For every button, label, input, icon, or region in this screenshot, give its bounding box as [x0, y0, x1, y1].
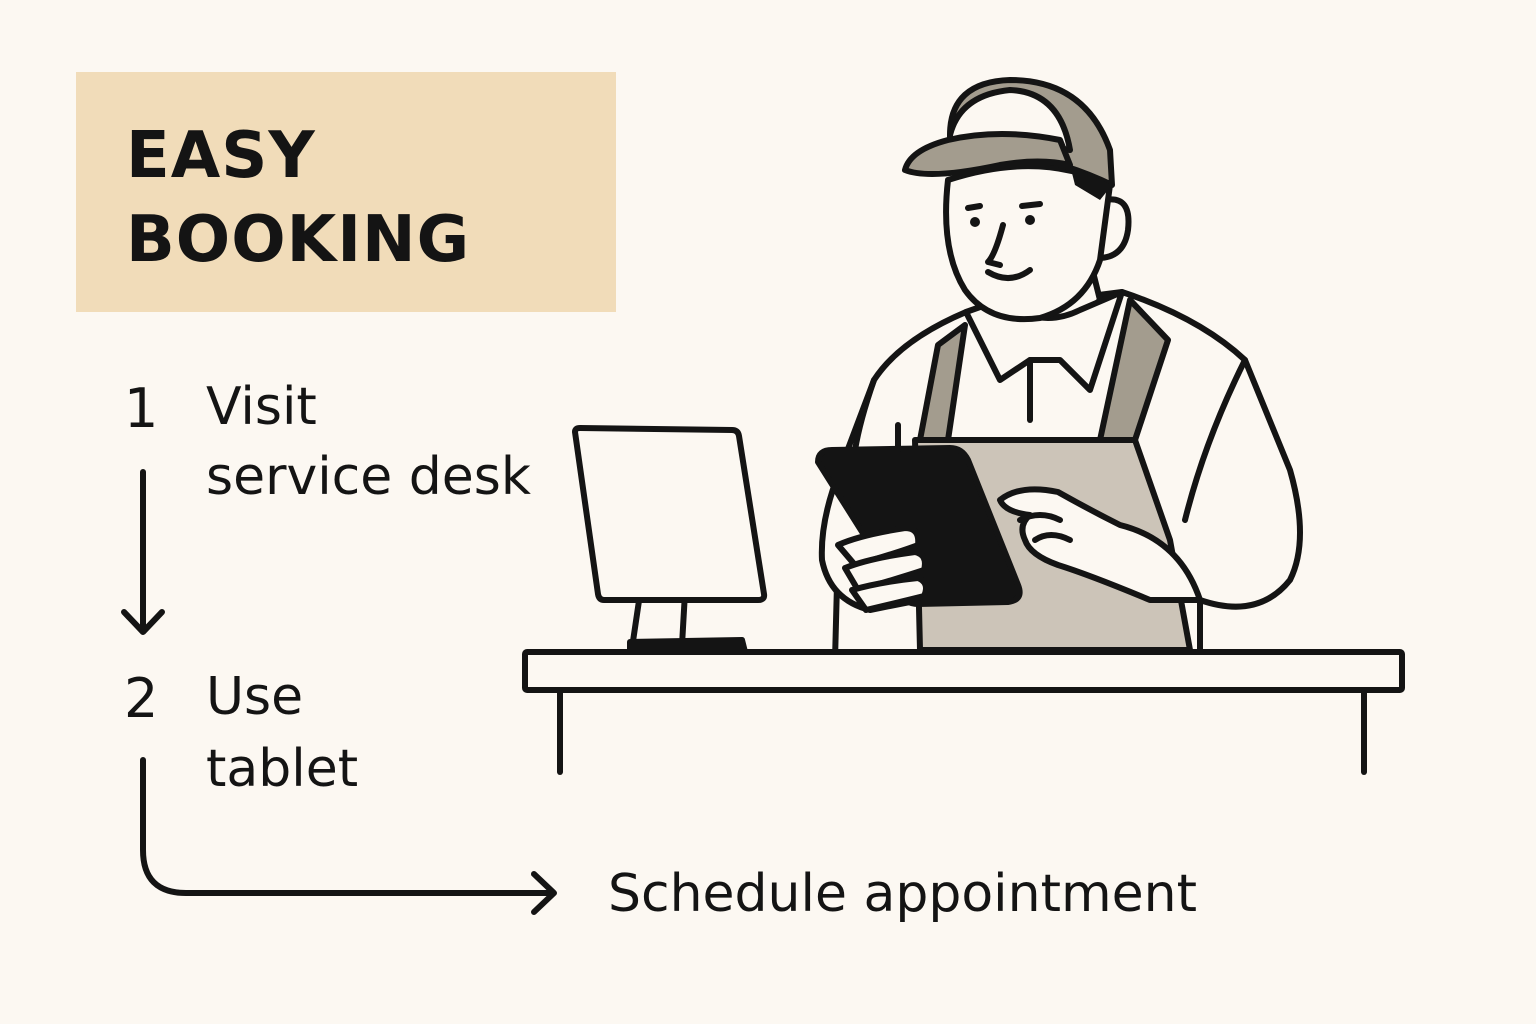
step-2-label-line-2: tablet: [206, 739, 359, 799]
tablet: [815, 445, 1023, 607]
computer-monitor-icon: [572, 425, 768, 657]
cap-brim: [902, 131, 1073, 177]
monitor-screen: [572, 425, 768, 603]
title-banner: EASY BOOKING: [76, 72, 616, 312]
step-1-label-line-1: Visit: [206, 377, 317, 437]
final-step-label: Schedule appointment: [608, 864, 1197, 924]
worker-illustration: [815, 77, 1303, 663]
desk-top: [522, 649, 1405, 693]
service-desk: [522, 649, 1405, 775]
step-1-label-line-2: service desk: [206, 447, 531, 507]
step-1-number: 1: [124, 377, 159, 440]
title-line-1: EASY: [126, 119, 316, 193]
face: [943, 163, 1113, 323]
right-turn-arrow-icon: [140, 757, 557, 915]
step-2-number: 2: [124, 667, 159, 730]
title-line-2: BOOKING: [126, 203, 471, 277]
apron-strap-right: [1097, 297, 1171, 443]
down-arrow-icon: [121, 469, 165, 635]
step-2-label-line-1: Use: [206, 667, 304, 727]
apron-strap-left: [917, 322, 968, 443]
